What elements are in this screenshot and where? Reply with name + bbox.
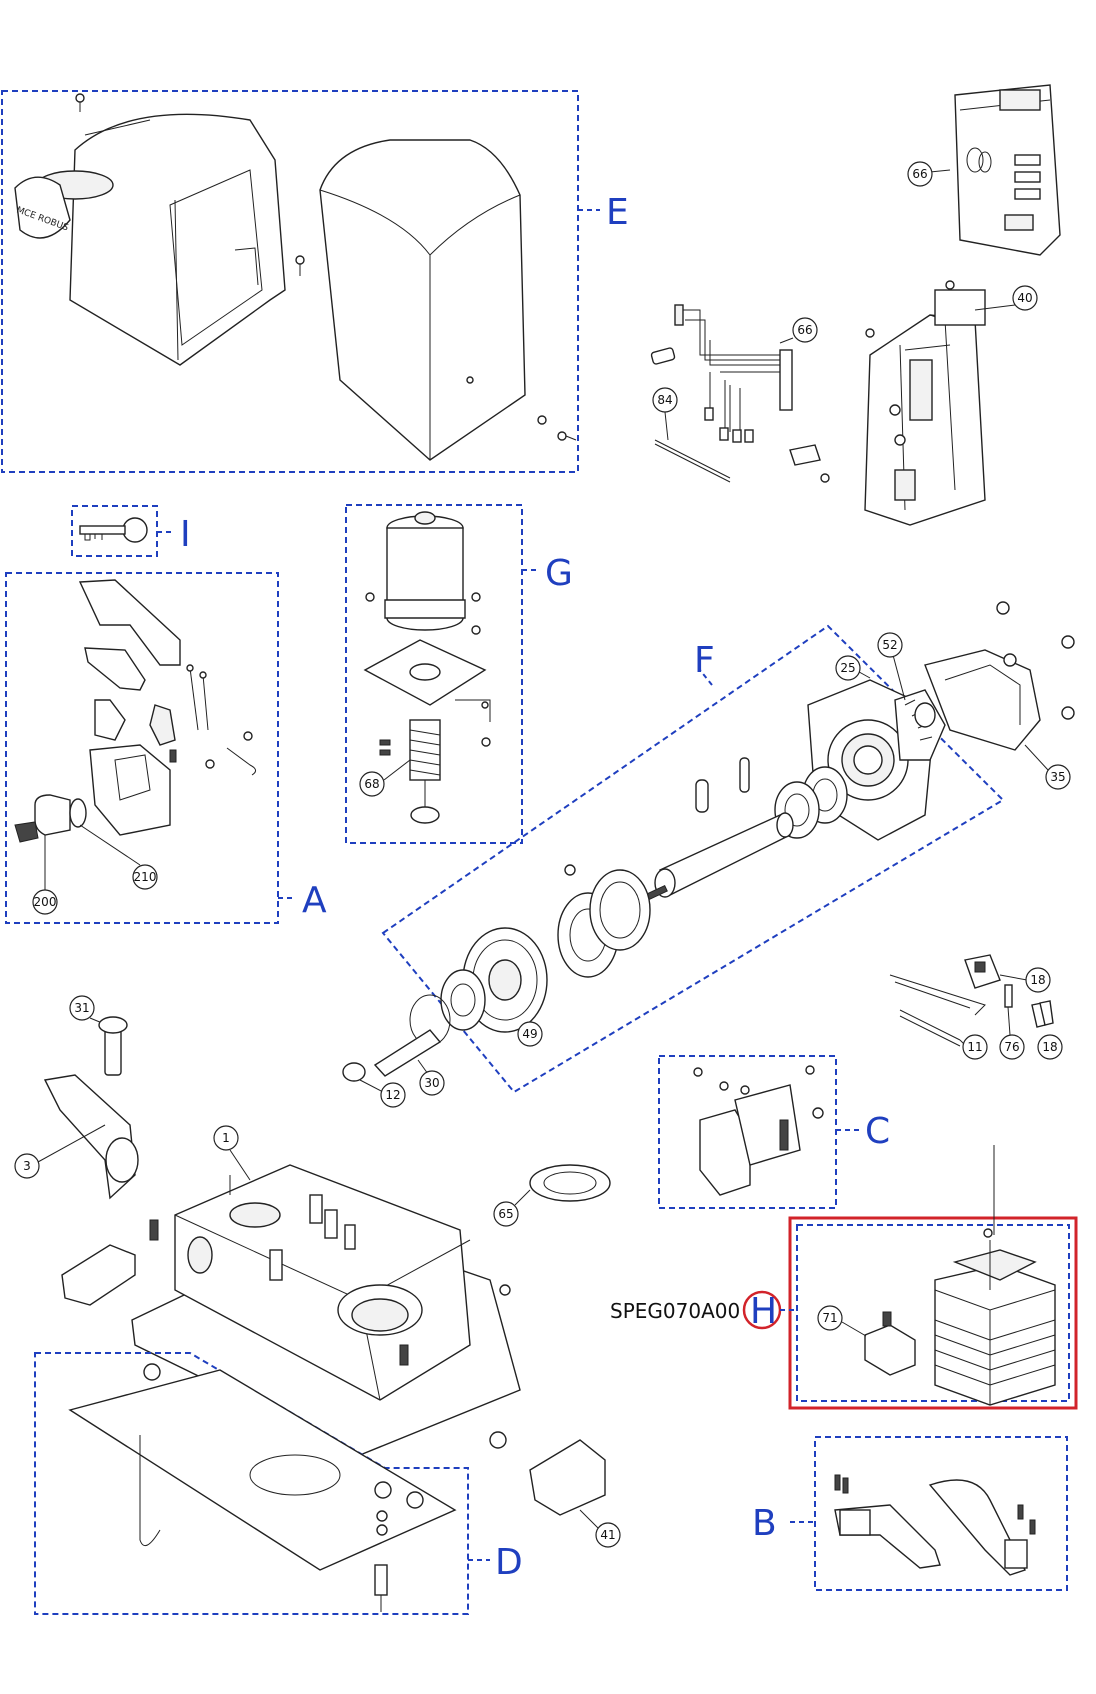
- group-d-box: [34, 1352, 469, 1615]
- group-g-box: [345, 504, 523, 844]
- group-f: F 25: [381, 624, 1005, 1094]
- callout-71: 71: [822, 1311, 837, 1325]
- group-i: I: [71, 505, 191, 557]
- group-b: B: [752, 1436, 1068, 1591]
- group-f-box: [381, 624, 1005, 1094]
- gearbox-cover: [914, 601, 1075, 751]
- callout-12: 12: [385, 1088, 400, 1102]
- group-h-highlight-box: [788, 1216, 1078, 1410]
- group-h-label: H: [750, 1291, 777, 1332]
- group-e-box: [1, 90, 579, 473]
- callout-52: 52: [882, 638, 897, 652]
- group-h-box: [796, 1224, 1070, 1402]
- callout-18-bottom: 18: [1042, 1040, 1057, 1054]
- callout-65: 65: [498, 1207, 513, 1221]
- group-g: G 68: [345, 504, 573, 844]
- control-housing: [864, 280, 986, 526]
- control-unit-parts: 66 66 84: [650, 84, 1061, 526]
- callout-31: 31: [74, 1001, 89, 1015]
- group-h: SPEG070A00 H 71: [610, 1145, 1078, 1410]
- callout-18-top: 18: [1030, 973, 1045, 987]
- callout-30: 30: [424, 1076, 439, 1090]
- rectifier: [864, 1311, 916, 1376]
- front-cover: MCE ROBUS: [14, 93, 305, 366]
- group-e-label: E: [606, 192, 629, 233]
- callout-68: 68: [364, 777, 379, 791]
- group-e: E MCE ROBUS: [1, 90, 629, 473]
- callout-40: 40: [1017, 291, 1032, 305]
- callout-66-harness: 66: [797, 323, 812, 337]
- key-icon: [79, 517, 148, 543]
- callout-25: 25: [840, 661, 855, 675]
- group-a: A 200 210: [5, 572, 327, 924]
- group-f-label: F: [694, 640, 715, 681]
- callout-210: 210: [134, 870, 157, 884]
- transformer: [934, 1145, 1056, 1406]
- callout-84: 84: [657, 393, 672, 407]
- callout-200: 200: [34, 895, 57, 909]
- group-c: C: [658, 1055, 890, 1209]
- limit-switch-parts: 18 11 76 18: [889, 954, 1063, 1060]
- callout-1: 1: [222, 1131, 230, 1145]
- group-d-label: D: [495, 1542, 523, 1583]
- group-d: D: [34, 1352, 523, 1615]
- callout-41: 41: [600, 1528, 615, 1542]
- callout-49: 49: [522, 1027, 537, 1041]
- callout-66-top: 66: [912, 167, 927, 181]
- motor: [363, 511, 491, 824]
- group-a-box: [5, 572, 279, 924]
- wiring-harness: 66: [674, 304, 818, 443]
- group-b-box: [814, 1436, 1068, 1591]
- rear-cover: [319, 139, 577, 461]
- callout-35: 35: [1050, 770, 1065, 784]
- group-g-label: G: [545, 553, 573, 594]
- group-c-box: [658, 1055, 837, 1209]
- group-i-label: I: [180, 514, 191, 555]
- gearmotor-base: 1 65 41: [61, 1125, 621, 1548]
- callout-3: 3: [23, 1159, 31, 1173]
- callout-11: 11: [967, 1040, 982, 1054]
- release-lever-parts: 31 3: [14, 995, 139, 1200]
- group-c-label: C: [865, 1111, 890, 1152]
- group-h-part-code: SPEG070A00: [610, 1299, 740, 1323]
- group-b-label: B: [752, 1503, 777, 1544]
- group-a-label: A: [302, 880, 327, 921]
- callout-76: 76: [1004, 1040, 1019, 1054]
- lock-cylinder: [14, 794, 87, 843]
